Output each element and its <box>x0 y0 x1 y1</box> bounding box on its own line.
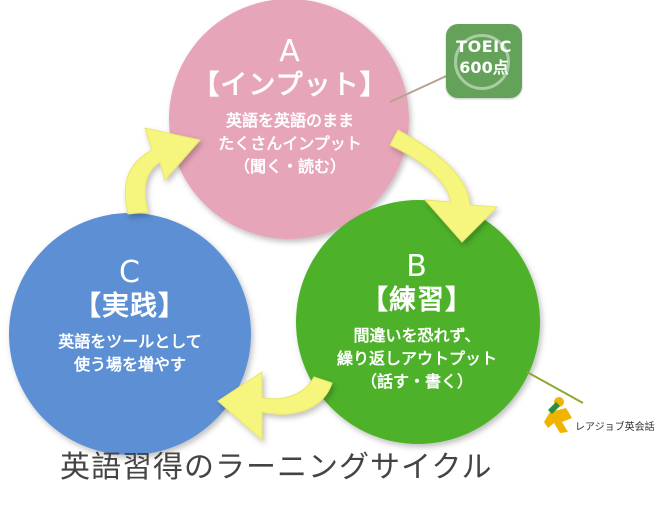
circle-c-label: C 【実践】 英語をツールとして 使う場を増やす <box>15 256 245 376</box>
circle-a-label: A 【インプット】 英語を英語のまま たくさんインプット （聞く・読む） <box>175 35 405 178</box>
circle-b-label: B 【練習】 間違いを恐れず、 繰り返しアウトプット （話す・書く） <box>302 250 532 393</box>
stage-description-a: 英語を英語のまま たくさんインプット （聞く・読む） <box>175 109 405 178</box>
stage-letter-a: A <box>279 34 301 69</box>
stage-title-application: 【実践】 <box>74 291 186 322</box>
circle-c-practice-use <box>9 213 251 455</box>
desc-a-line2: たくさんインプット <box>218 134 362 153</box>
arrow-a-to-b <box>389 129 499 243</box>
badge-title: TOEIC <box>456 37 512 56</box>
badge-score: 600点 <box>459 58 509 77</box>
stage-title-practice: 【練習】 <box>361 285 473 316</box>
stopwatch-ring-icon <box>454 34 510 90</box>
brand-logo-text: レアジョブ英会話 <box>575 422 655 433</box>
desc-b-line3: （話す・書く） <box>360 372 473 391</box>
stage-letter-c: C <box>119 255 141 290</box>
arrow-b-to-c <box>217 371 333 442</box>
toeic-badge: TOEIC 600点 <box>446 24 522 98</box>
connector-line-logo <box>526 371 584 404</box>
desc-c-line2: 使う場を増やす <box>73 355 186 374</box>
stage-description-c: 英語をツールとして 使う場を増やす <box>15 330 245 376</box>
running-figure-logo-icon <box>544 397 572 433</box>
desc-b-line1: 間違いを恐れず、 <box>353 326 481 345</box>
circle-a-input <box>169 0 409 239</box>
desc-a-line1: 英語を英語のまま <box>225 111 354 130</box>
stage-title-input: 【インプット】 <box>192 70 388 101</box>
arrow-c-to-a <box>124 127 201 215</box>
stage-description-b: 間違いを恐れず、 繰り返しアウトプット （話す・書く） <box>302 324 532 393</box>
circle-b-practice <box>296 200 540 444</box>
stage-letter-b: B <box>406 249 428 284</box>
desc-a-line3: （聞く・読む） <box>233 157 346 176</box>
desc-b-line2: 繰り返しアウトプット <box>336 349 497 368</box>
desc-c-line1: 英語をツールとして <box>58 332 202 351</box>
diagram-title: 英語習得のラーニングサイクル <box>60 450 493 485</box>
connector-line-badge <box>389 71 456 103</box>
